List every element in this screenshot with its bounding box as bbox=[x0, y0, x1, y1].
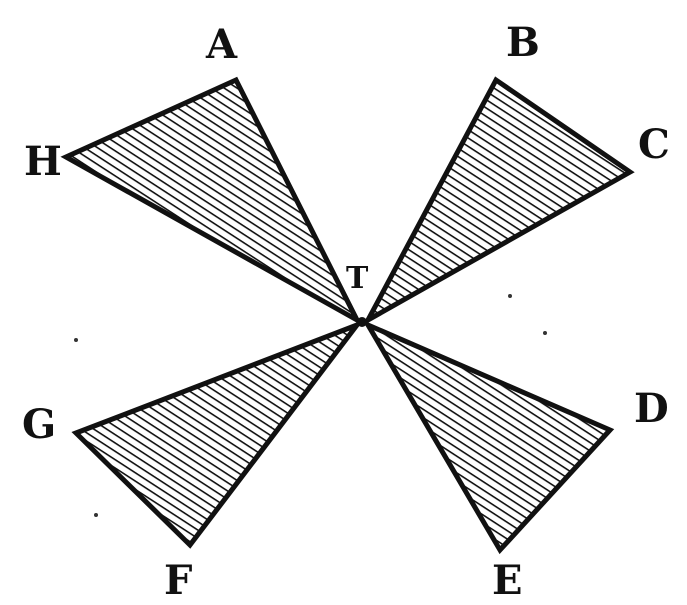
center-point-T bbox=[357, 317, 367, 327]
label-E: E bbox=[492, 557, 523, 604]
triangle-TDE bbox=[361, 319, 615, 555]
triangle-THA bbox=[60, 76, 363, 327]
label-A: A bbox=[205, 21, 238, 68]
triangle-TFG bbox=[71, 319, 365, 549]
label-F: F bbox=[164, 557, 192, 604]
label-D: D bbox=[634, 385, 669, 432]
print-speck bbox=[74, 338, 78, 342]
triangle-TBC bbox=[361, 76, 635, 327]
label-T: T bbox=[346, 261, 369, 296]
print-speck bbox=[94, 513, 98, 517]
label-B: B bbox=[506, 19, 540, 66]
label-G: G bbox=[22, 401, 56, 448]
print-speck bbox=[508, 294, 512, 298]
label-C: C bbox=[638, 121, 670, 168]
print-speck bbox=[543, 331, 547, 335]
label-H: H bbox=[24, 138, 62, 185]
